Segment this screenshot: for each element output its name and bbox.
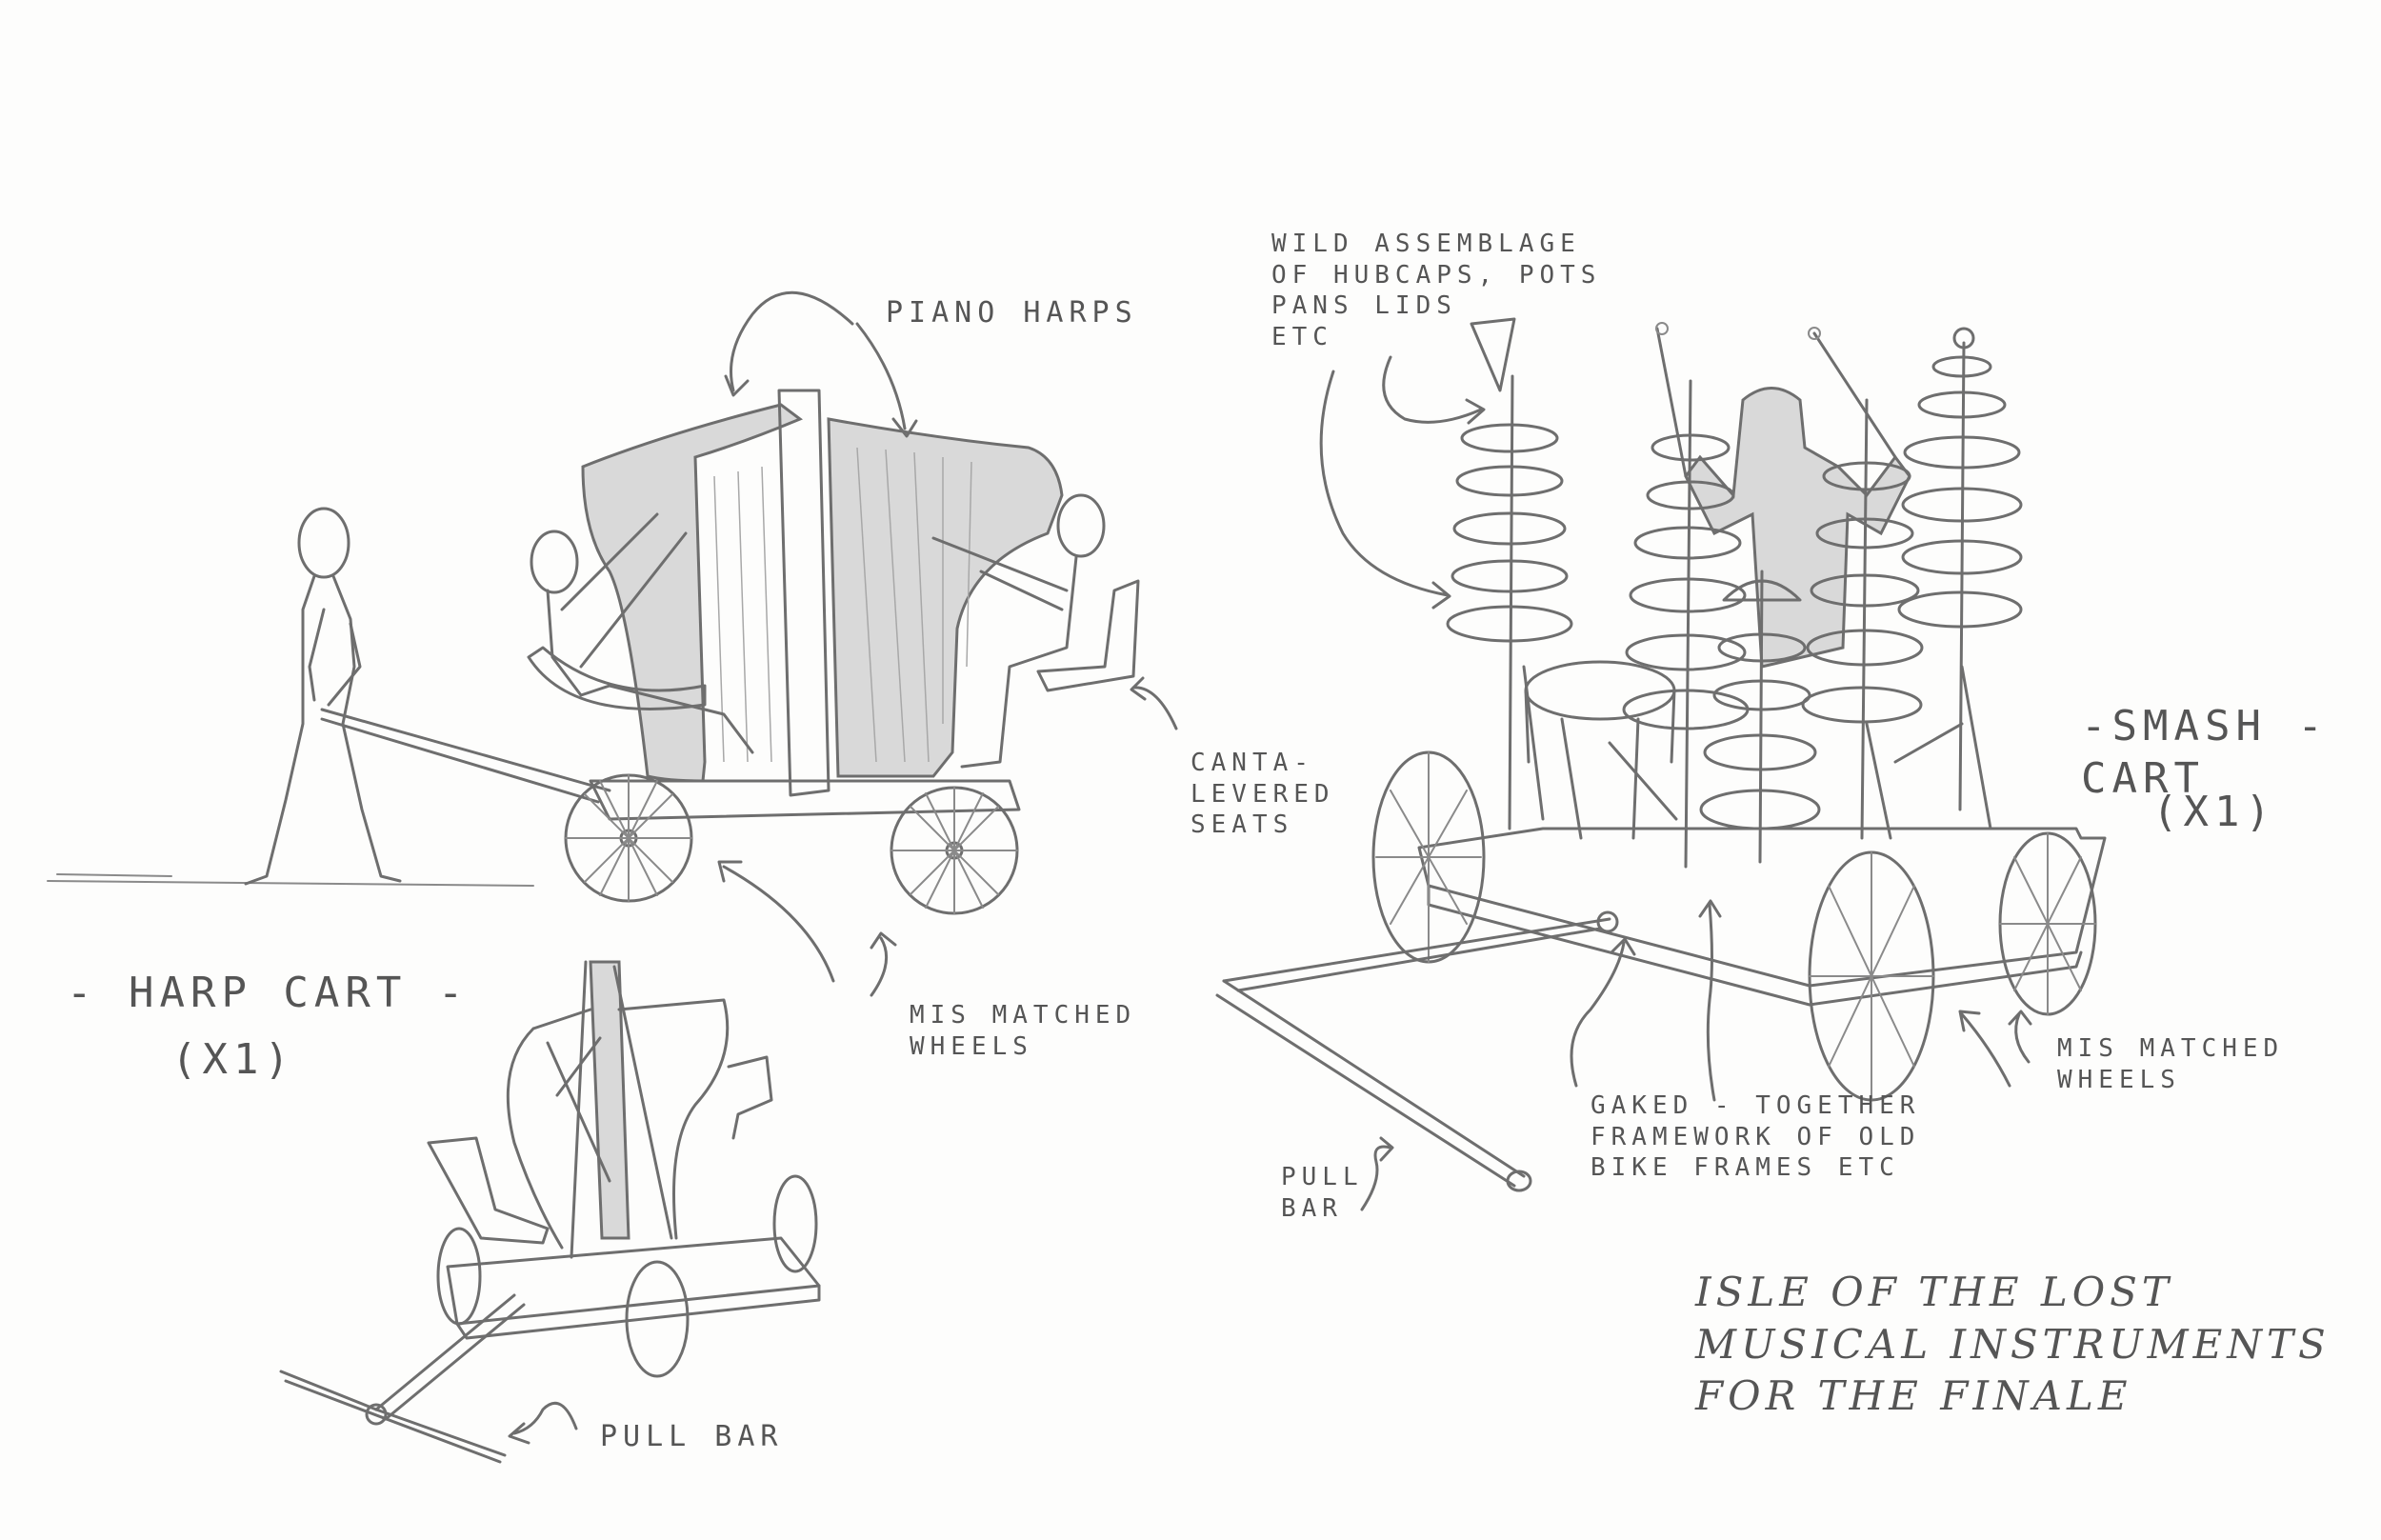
label-wild-assemblage: Wild Assemblage of Hubcaps, pots pans li… <box>1271 230 1602 351</box>
label-piano-harps: Piano Harps <box>886 296 1138 330</box>
label-mismatched-wheels-right: Mis matched wheels <box>2057 1034 2285 1094</box>
label-pull-bar-right: Pull bar <box>1281 1163 1364 1223</box>
label-smash-cart-qty: (x1) <box>2152 788 2276 836</box>
label-smash-cart: -Smash - cart <box>2081 702 2329 803</box>
harp-cart-side-view <box>47 389 1140 915</box>
harp-cart-perspective-view <box>279 960 821 1464</box>
smash-cart-view <box>1215 317 2107 1192</box>
label-harp-cart: - Harp Cart - <box>67 969 470 1017</box>
label-bike-framework: Gaked - together framework of old bike f… <box>1591 1091 1921 1182</box>
label-pull-bar-left: Pull Bar <box>600 1420 784 1453</box>
label-cantilevered-seats: Canta- levered seats <box>1190 749 1335 839</box>
sketch-title: Isle of the Lost Musical Instruments for… <box>1695 1269 2331 1420</box>
label-mismatched-wheels-left: Mis matched wheels <box>910 1001 1137 1061</box>
label-harp-cart-qty: (x1) <box>171 1035 295 1084</box>
